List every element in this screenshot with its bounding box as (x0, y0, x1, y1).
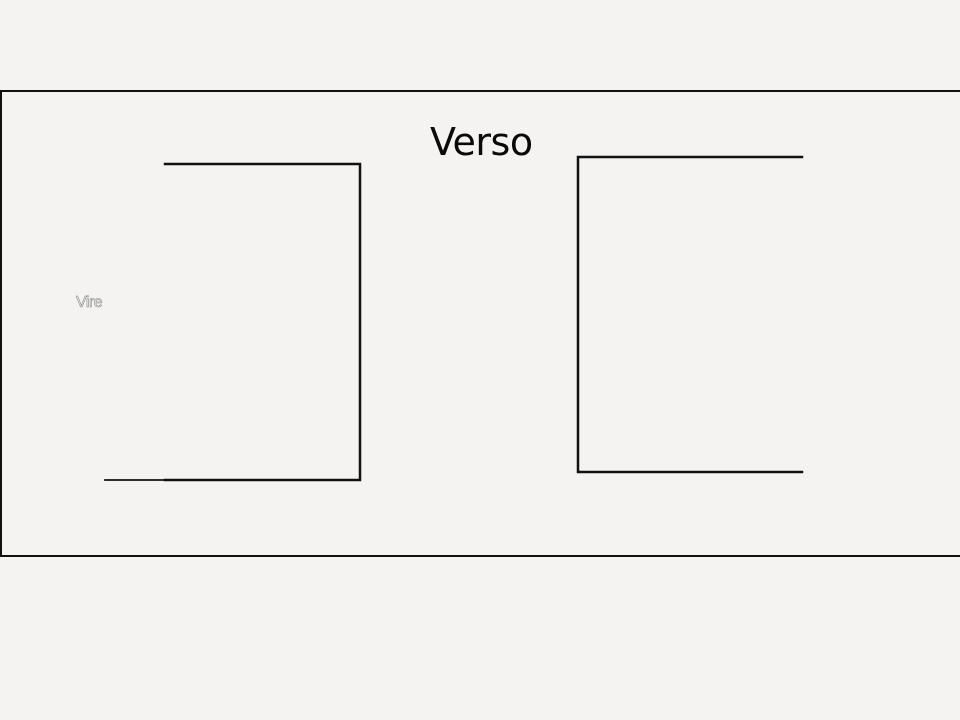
right-bracket (576, 155, 804, 474)
side-label: Vire (76, 294, 103, 312)
diagram-title: Verso (430, 120, 533, 164)
left-bracket (163, 162, 362, 482)
